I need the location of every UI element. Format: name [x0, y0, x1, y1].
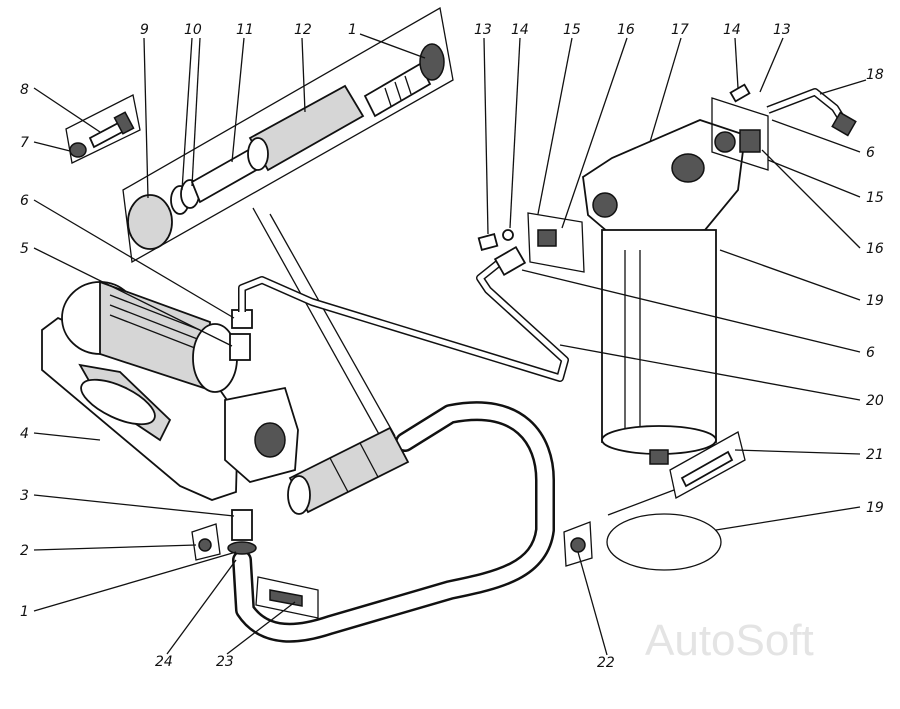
- callout-1-bottom: 1: [20, 604, 29, 620]
- callout-9: 9: [140, 22, 149, 38]
- callout-8: 8: [20, 82, 29, 98]
- suction-hose: [232, 401, 555, 643]
- callout-14-left: 14: [511, 22, 529, 38]
- callout-6-right-top: 6: [866, 145, 875, 161]
- part-21-bolt: [680, 450, 734, 488]
- callout-13-left: 13: [474, 22, 492, 38]
- callout-15-top: 15: [563, 22, 581, 38]
- callout-11: 11: [236, 22, 254, 38]
- leader-lines: [33, 33, 867, 656]
- callout-6-left: 6: [20, 193, 29, 209]
- part-22-nut: [570, 537, 586, 553]
- part-6-nut-right: [831, 111, 857, 137]
- part-23-bolt: [269, 589, 303, 607]
- part-3-fitting: [231, 509, 253, 541]
- callout-1-top: 1: [348, 22, 357, 38]
- part-4-pump-assembly: [41, 280, 299, 501]
- callout-14-right: 14: [723, 22, 741, 38]
- inset-bolt-21: [669, 431, 746, 499]
- part-6-fitting-left: [493, 245, 527, 277]
- part-15-flange-right: [711, 97, 769, 171]
- callout-19-bottom: 19: [866, 500, 884, 516]
- callout-22: 22: [597, 655, 615, 671]
- callout-21: 21: [866, 447, 884, 463]
- callouts: 1 9 10 11 12 8 7 6 5 4 3 2 1 24 23 22 13…: [20, 22, 884, 671]
- callout-18: 18: [866, 67, 884, 83]
- callout-10: 10: [184, 22, 202, 38]
- callout-12: 12: [294, 22, 312, 38]
- part-16-fitting-right: [739, 129, 761, 153]
- inset-washer-2: [191, 523, 221, 561]
- callout-4: 4: [20, 426, 29, 442]
- part-15-flange-left: [527, 212, 585, 273]
- inset-nut-22: [563, 521, 593, 567]
- watermark: AutoSoft: [645, 616, 814, 665]
- part-7-washer: [69, 142, 87, 158]
- fuel-tube: [238, 254, 569, 382]
- part-1-hose-clamp: [419, 43, 445, 81]
- part-13-bolt-right: [729, 83, 751, 103]
- inset-panel-top: [122, 6, 454, 264]
- flange-right: [711, 83, 857, 171]
- callout-20: 20: [866, 393, 884, 409]
- part-16-fitting-left: [537, 229, 557, 247]
- callout-17: 17: [671, 22, 689, 38]
- part-14-washer-left: [502, 229, 514, 241]
- part-19-ring: [606, 513, 722, 571]
- inline-strainer: [287, 426, 410, 515]
- inset-bolt-washer: [65, 94, 141, 164]
- callout-3: 3: [20, 488, 29, 504]
- callout-23: 23: [216, 654, 234, 670]
- inset-bolt-23: [255, 576, 319, 619]
- callout-2: 2: [20, 543, 29, 559]
- callout-16-top: 16: [617, 22, 635, 38]
- callout-5: 5: [20, 241, 29, 257]
- part-2-washer: [198, 538, 212, 552]
- part-9-cap: [127, 194, 173, 250]
- callout-13-right: 13: [773, 22, 791, 38]
- callout-16-right: 16: [866, 241, 884, 257]
- callout-6-right-mid: 6: [866, 345, 875, 361]
- callout-19-right: 19: [866, 293, 884, 309]
- flange-left: [477, 212, 585, 273]
- callout-7: 7: [20, 135, 29, 151]
- part-17-fuel-filter: [582, 119, 746, 465]
- callout-15-right: 15: [866, 190, 884, 206]
- callout-24: 24: [155, 654, 173, 670]
- part-13-bolt-left: [477, 233, 499, 251]
